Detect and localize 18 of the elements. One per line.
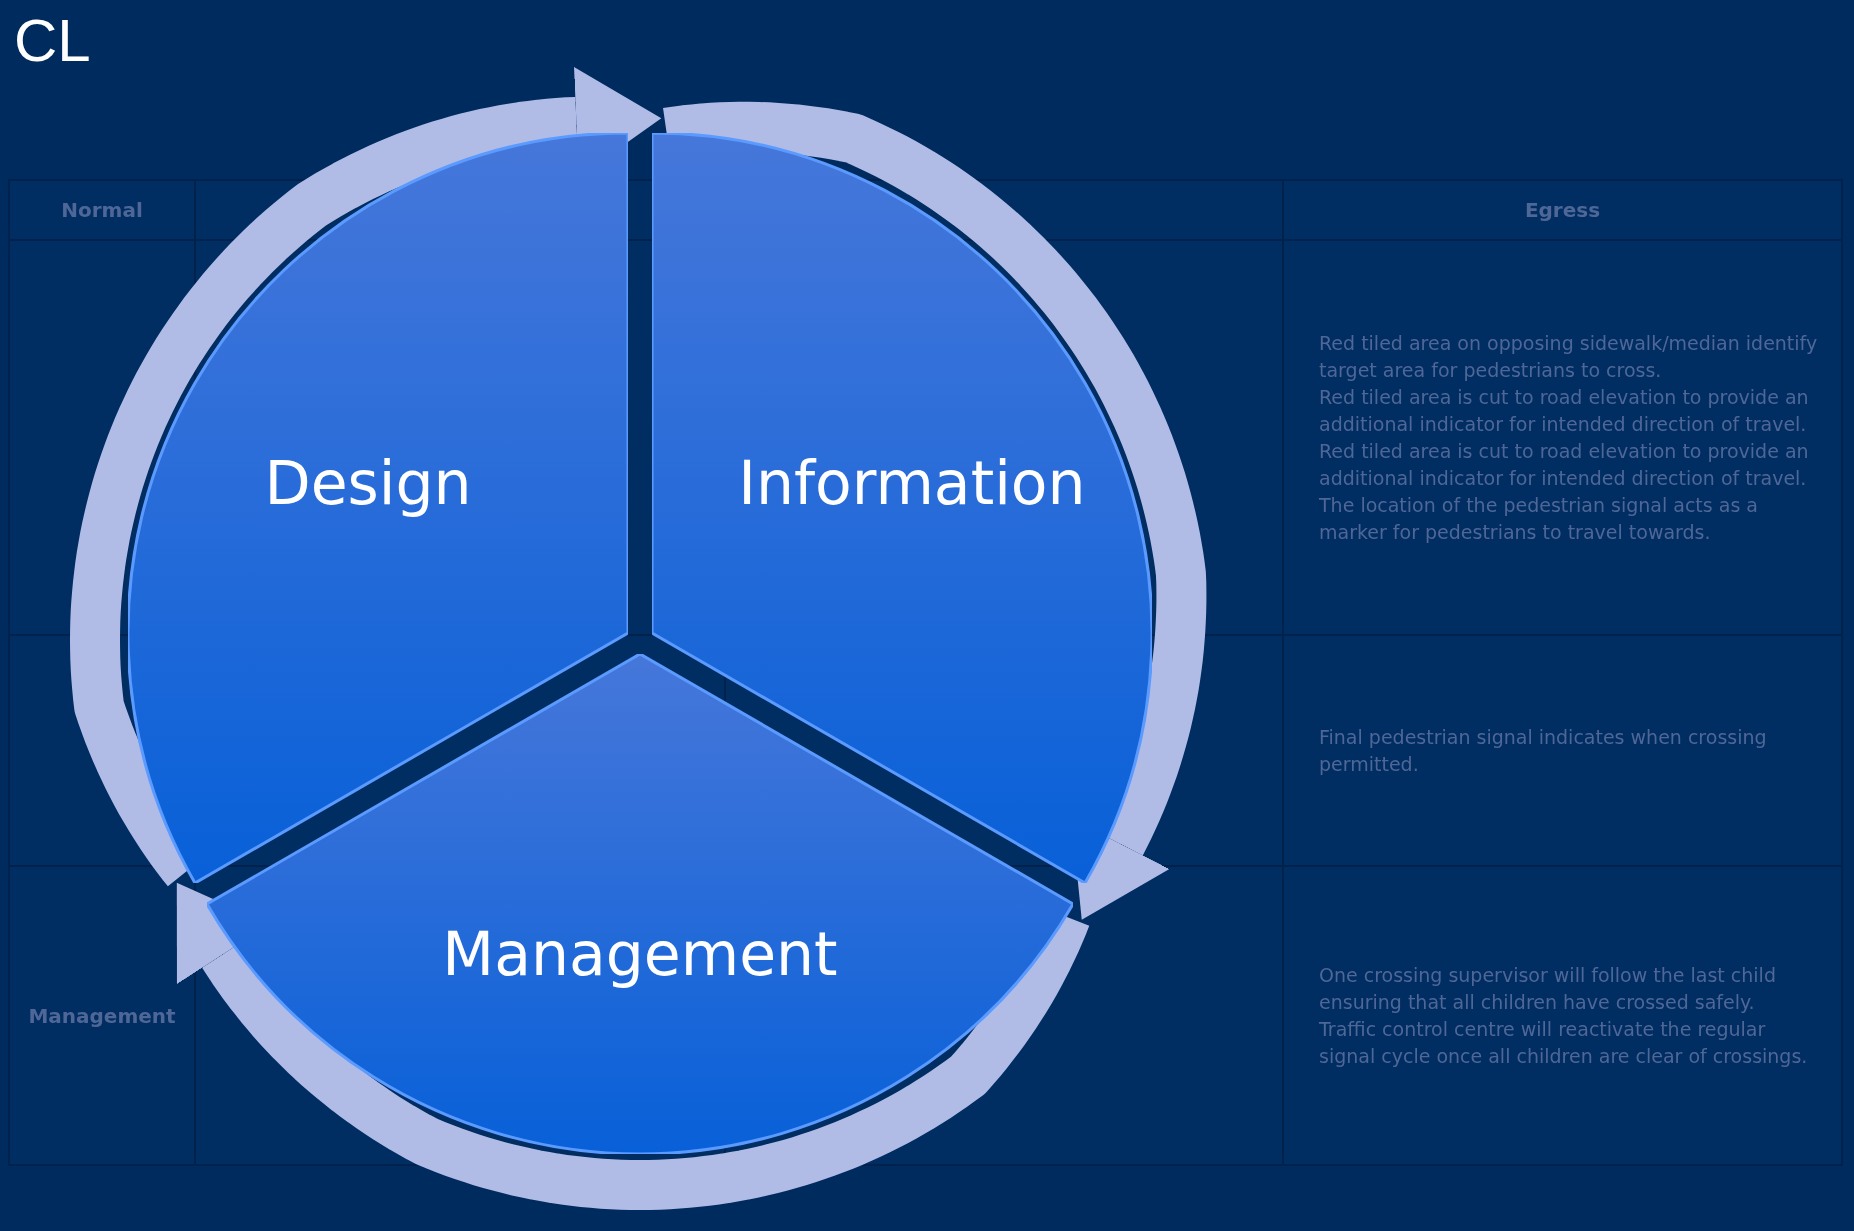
- cycle-segment: [652, 133, 1153, 883]
- table-text: Red tiled area is cut to road elevation to provide an additional indicator for intended direction of travel.: [1319, 438, 1810, 491]
- cycle-arrow: [70, 66, 662, 889]
- cycle-segment: [207, 654, 1073, 1154]
- row-header: Management: [28, 1003, 176, 1028]
- segment-label: Design: [264, 448, 472, 518]
- cycle-arrow: [176, 882, 1090, 1210]
- segment-label: Management: [442, 919, 838, 989]
- slide-title: CL: [14, 6, 91, 75]
- segment-label: Information: [738, 448, 1086, 518]
- table-text: Final pedestrian signal indicates when crossing permitted.: [1319, 724, 1768, 777]
- table-text: Red tiled area on opposing sidewalk/median identify target area for pedestrians to cross.: [1319, 330, 1819, 383]
- table-text: The location of the pedestrian signal acts as a marker for pedestrians to travel towards.: [1319, 492, 1759, 545]
- table-text: Traffic control centre will reactivate the regular signal cycle once all children are clear of crossings.: [1319, 1016, 1809, 1069]
- table-text: One crossing supervisor will follow the last child ensuring that all children have crossed safely.: [1319, 962, 1777, 1015]
- column-header: Egress: [1524, 198, 1601, 222]
- column-header: Normal: [61, 198, 143, 222]
- table-text: Red tiled area is cut to road elevation to provide an additional indicator for intended direction of travel.: [1319, 384, 1810, 437]
